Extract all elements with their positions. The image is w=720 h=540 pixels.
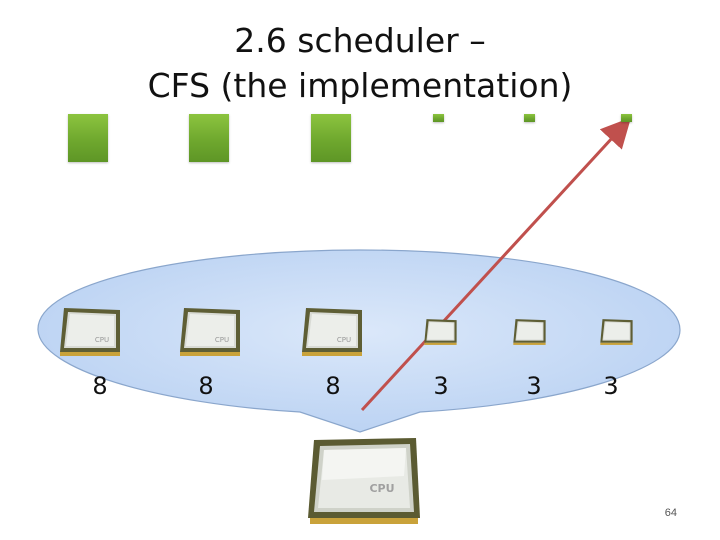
task-bar-5 <box>524 114 535 122</box>
task-bar-1 <box>68 114 108 162</box>
task-weight-3: 8 <box>325 372 341 400</box>
svg-text:CPU: CPU <box>95 336 109 344</box>
task-weight-4: 3 <box>433 372 449 400</box>
task-weight-1: 8 <box>92 372 108 400</box>
task-bar-4 <box>433 114 444 122</box>
cpu-icon <box>600 319 633 345</box>
cpu-icon: CPU <box>60 308 120 356</box>
cpu-icon <box>424 319 457 345</box>
svg-text:CPU: CPU <box>337 336 351 344</box>
title-line-1: 2.6 scheduler – <box>234 21 486 60</box>
svg-text:CPU: CPU <box>215 336 229 344</box>
cpu-icon: CPU <box>302 308 362 356</box>
vruntime-arrow <box>360 117 632 412</box>
task-bar-2 <box>189 114 229 162</box>
svg-text:CPU: CPU <box>369 482 394 495</box>
task-weight-2: 8 <box>198 372 214 400</box>
cpu-icon <box>513 319 546 345</box>
big-cpu-icon: CPU <box>308 438 420 524</box>
cpu-icon: CPU <box>180 308 240 356</box>
task-weight-5: 3 <box>526 372 542 400</box>
title-line-2: CFS (the implementation) <box>147 66 573 105</box>
slide-title: 2.6 scheduler – CFS (the implementation) <box>0 18 720 108</box>
task-bar-3 <box>311 114 351 162</box>
task-bar-6 <box>621 114 632 122</box>
task-weight-6: 3 <box>603 372 619 400</box>
page-number: 64 <box>664 507 677 519</box>
